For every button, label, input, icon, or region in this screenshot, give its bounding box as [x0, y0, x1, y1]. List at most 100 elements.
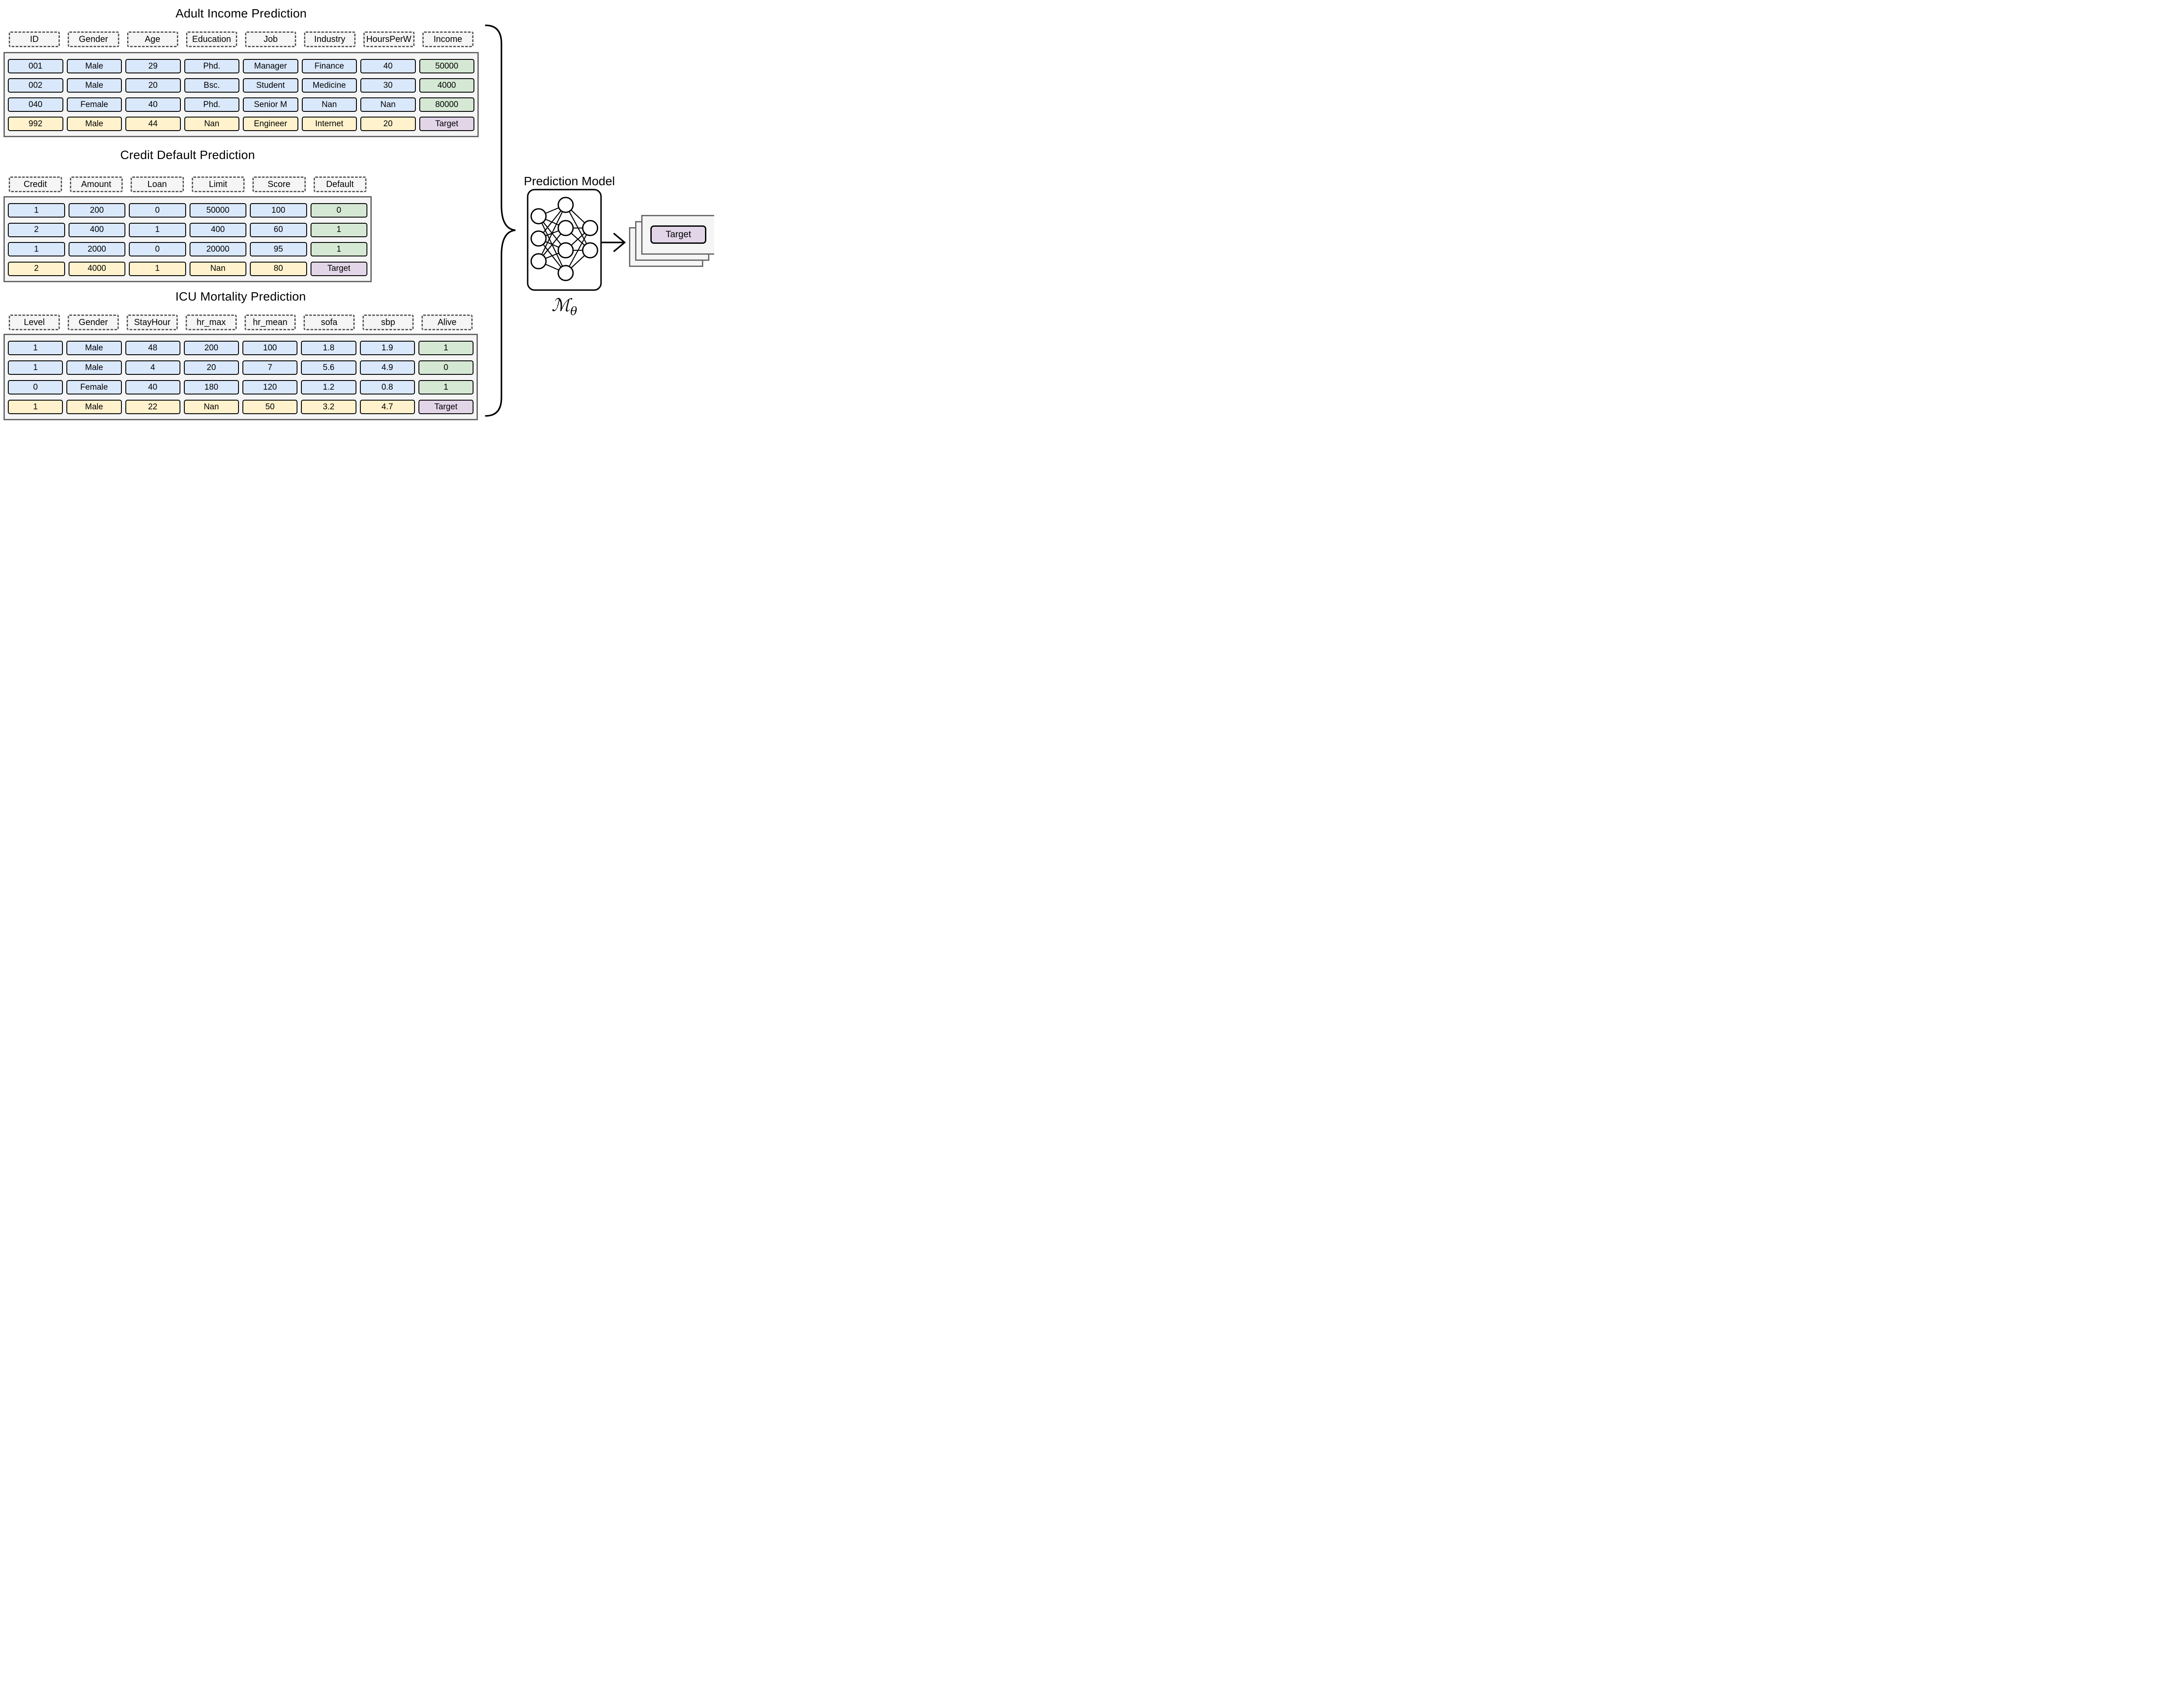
feature-cell: Student: [243, 78, 298, 93]
feature-cell: 1.9: [359, 341, 415, 355]
column-header-alive: Alive: [422, 315, 473, 330]
feature-cell: 40: [125, 380, 180, 394]
feature-cell: 002: [8, 78, 63, 93]
feature-cell: 1: [129, 261, 186, 276]
feature-cell: 40: [360, 59, 416, 73]
feature-cell: 0: [129, 242, 186, 257]
feature-cell: Nan: [360, 97, 416, 112]
feature-cell: 2: [8, 261, 65, 276]
label-cell: 0: [310, 203, 367, 218]
column-header-hr-max: hr_max: [186, 315, 237, 330]
feature-cell: 200: [68, 203, 125, 218]
feature-cell: 22: [125, 400, 180, 414]
column-header-age: Age: [127, 31, 178, 47]
target-cell: Target: [310, 261, 367, 276]
feature-cell: Finance: [301, 59, 357, 73]
column-header-hr-mean: hr_mean: [245, 315, 296, 330]
feature-cell: 80: [250, 261, 307, 276]
column-header-limit: Limit: [191, 176, 245, 192]
feature-cell: 20: [183, 360, 239, 375]
curly-brace-icon: [485, 24, 516, 417]
column-header-level: Level: [9, 315, 60, 330]
column-header-gender: Gender: [68, 315, 119, 330]
feature-cell: 200: [183, 341, 239, 355]
feature-cell: 992: [8, 117, 63, 131]
column-header-loan: Loan: [131, 176, 184, 192]
column-header-job: Job: [245, 31, 297, 47]
column-header-amount: Amount: [69, 176, 123, 192]
label-cell: 1: [418, 380, 473, 394]
target-output-badge: Target: [650, 225, 706, 244]
feature-cell: 1: [8, 400, 63, 414]
column-header-education: Education: [186, 31, 237, 47]
feature-cell: Medicine: [301, 78, 357, 93]
feature-cell: Male: [66, 59, 122, 73]
feature-cell: 50: [242, 400, 298, 414]
feature-cell: Male: [66, 360, 122, 375]
feature-cell: 100: [250, 203, 307, 218]
feature-cell: 4: [125, 360, 180, 375]
feature-cell: 5.6: [301, 360, 356, 375]
feature-cell: 040: [8, 97, 63, 112]
feature-cell: 0.8: [359, 380, 415, 394]
script-m-glyph: ℳ: [551, 295, 570, 315]
feature-cell: Nan: [189, 261, 246, 276]
feature-cell: 60: [250, 222, 307, 237]
feature-cell: Phd.: [184, 97, 239, 112]
column-header-id: ID: [9, 31, 60, 47]
feature-cell: 3.2: [301, 400, 356, 414]
feature-cell: Phd.: [184, 59, 239, 73]
target-cell: Target: [418, 400, 473, 414]
model-symbol: ℳθ: [528, 295, 601, 317]
column-header-income: Income: [422, 31, 473, 47]
column-header-stayhour: StayHour: [127, 315, 178, 330]
feature-cell: 44: [125, 117, 181, 131]
neural-network-icon: [527, 189, 602, 291]
table-title: ICU Mortality Prediction: [175, 290, 306, 303]
feature-cell: Male: [66, 78, 122, 93]
feature-cell: Nan: [184, 117, 239, 131]
feature-cell: 20: [125, 78, 181, 93]
feature-cell: Nan: [301, 97, 357, 112]
feature-cell: 1: [8, 341, 63, 355]
label-cell: 50000: [419, 59, 474, 73]
column-header-sofa: sofa: [304, 315, 355, 330]
feature-cell: Manager: [243, 59, 298, 73]
arrow-right-icon: [601, 233, 626, 252]
column-header-hoursperw: HoursPerW: [363, 31, 415, 47]
feature-cell: 4.9: [359, 360, 415, 375]
feature-cell: 400: [189, 222, 246, 237]
feature-cell: 1: [8, 203, 65, 218]
column-header-gender: Gender: [68, 31, 119, 47]
feature-cell: 30: [360, 78, 416, 93]
feature-cell: Male: [66, 341, 122, 355]
feature-cell: 50000: [189, 203, 246, 218]
feature-cell: Nan: [183, 400, 239, 414]
feature-cell: 001: [8, 59, 63, 73]
label-cell: 1: [418, 341, 473, 355]
label-cell: 4000: [419, 78, 474, 93]
feature-cell: 1: [129, 222, 186, 237]
label-cell: 0: [418, 360, 473, 375]
feature-cell: 40: [125, 97, 181, 112]
feature-cell: 2: [8, 222, 65, 237]
feature-cell: 1: [8, 360, 63, 375]
feature-cell: Female: [66, 97, 122, 112]
column-header-score: Score: [252, 176, 306, 192]
label-cell: 80000: [419, 97, 474, 112]
